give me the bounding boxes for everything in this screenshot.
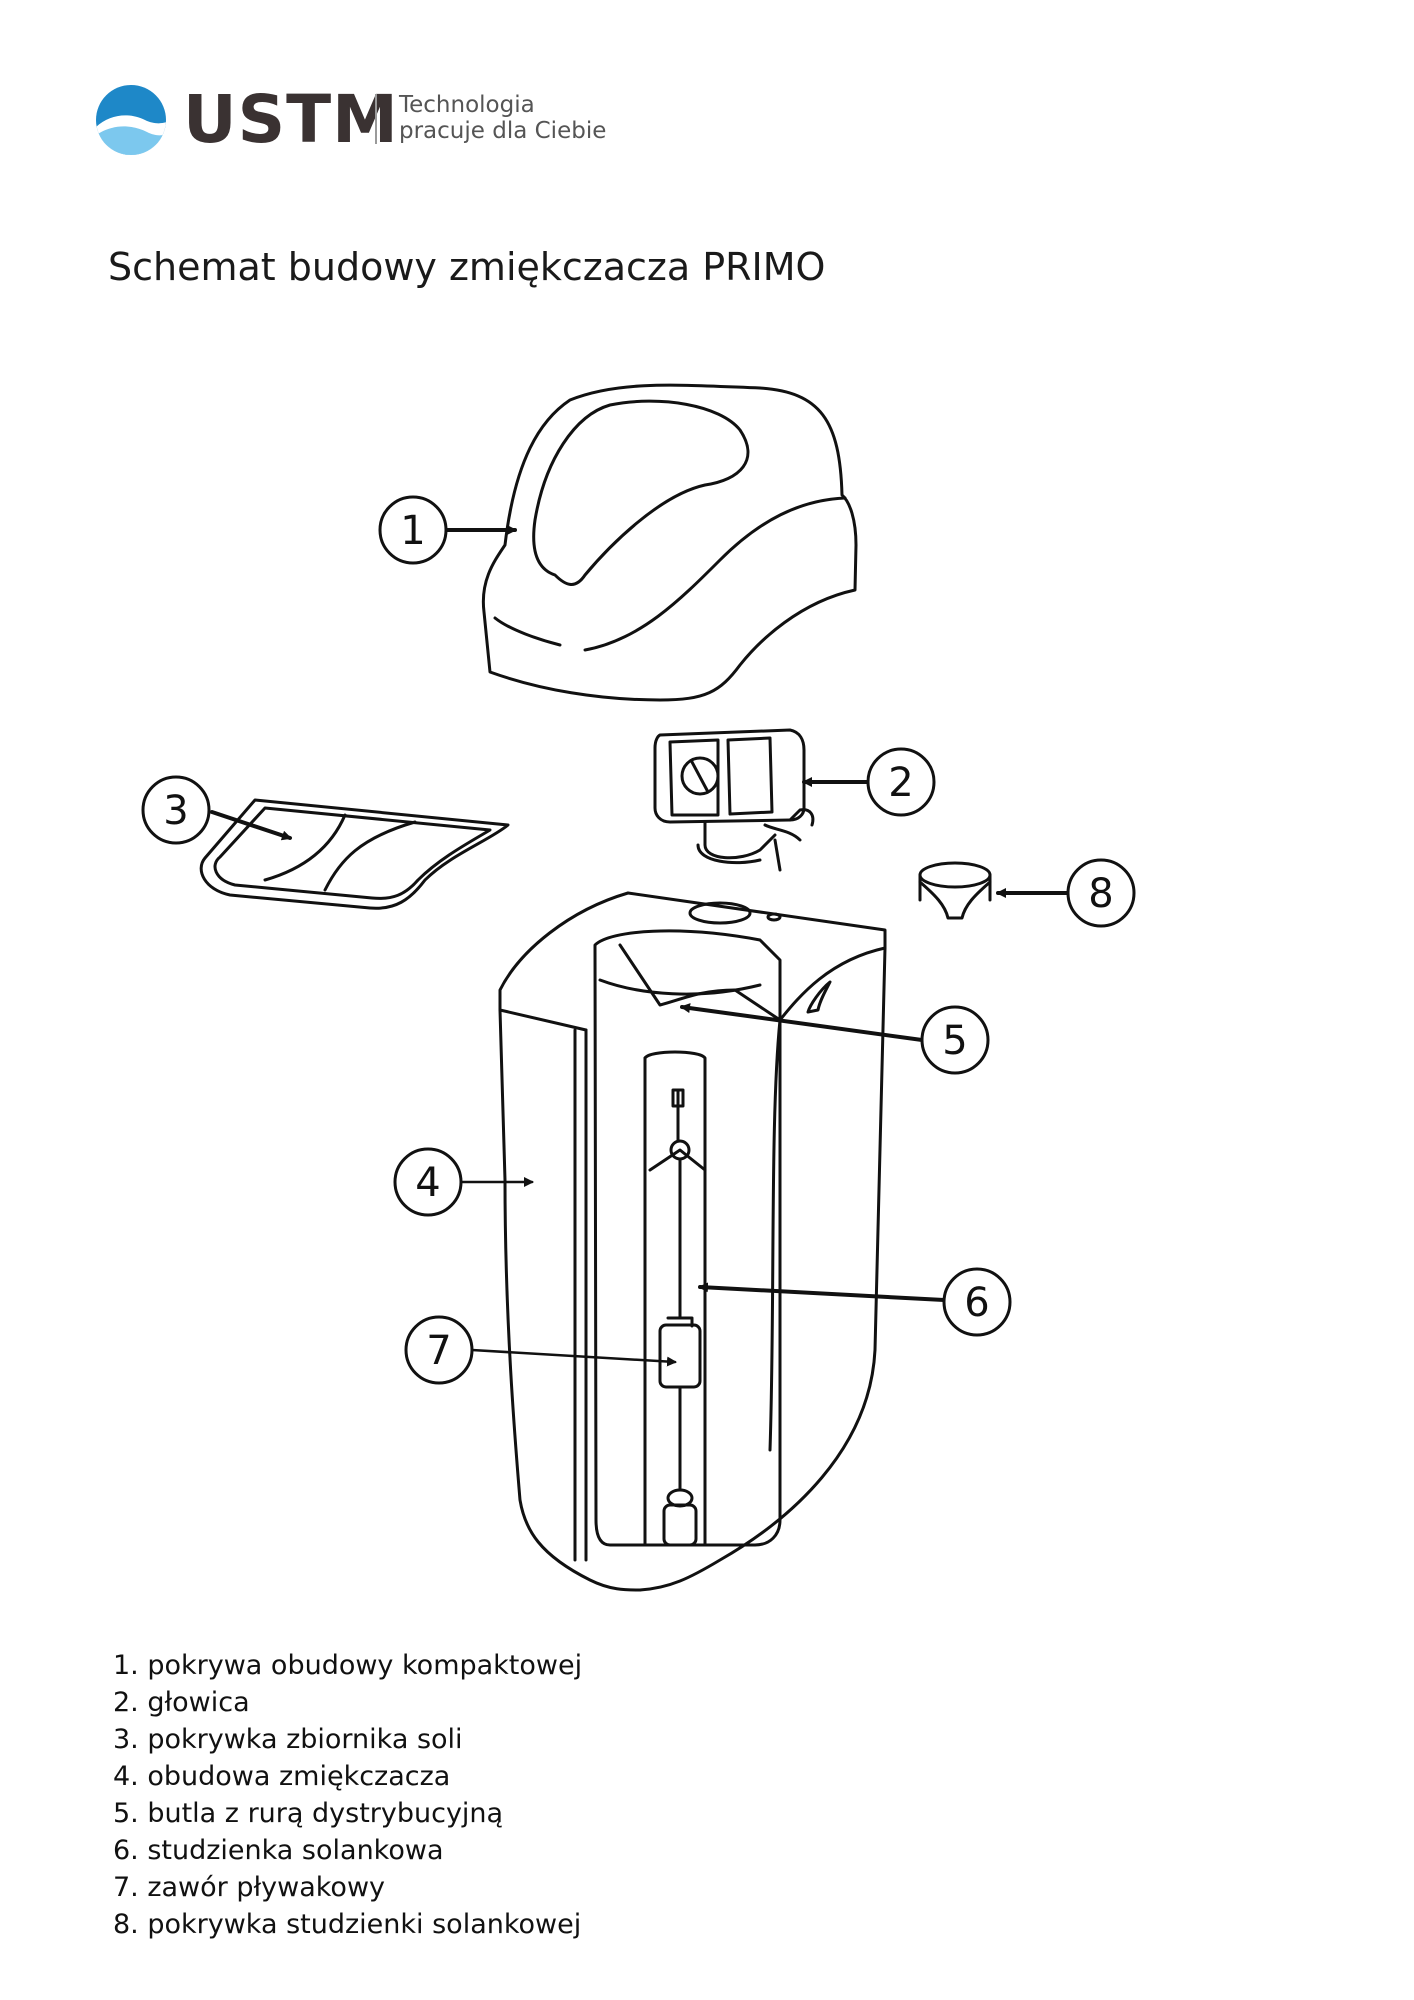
legend-item-8: 8. pokrywka studzienki solankowej [113,1909,582,1940]
callout-1-label: 1 [400,508,425,554]
callout-7-label: 7 [426,1328,451,1374]
callout-6: 6 [942,1267,1012,1337]
legend-item-2: 2. głowica [113,1687,250,1718]
valve-head-part [653,728,815,872]
callout-4: 4 [393,1147,463,1217]
softener-housing-part [498,891,887,1592]
callout-7: 7 [404,1315,474,1385]
legend-item-6: 6. studzienka solankowa [113,1835,444,1866]
tagline-line-2: pracuje dla Ciebie [399,118,607,144]
arrow-7 [470,1348,677,1367]
legend-item-3: 3. pokrywka zbiornika soli [113,1724,463,1755]
tagline-line-1: Technologia [399,92,535,118]
callout-4-label: 4 [415,1160,440,1206]
callout-2: 2 [866,747,936,817]
callout-5-label: 5 [942,1018,967,1064]
arrow-3 [210,810,292,841]
callout-3-label: 3 [163,788,188,834]
legend-item-4: 4. obudowa zmiękczacza [113,1761,451,1792]
callout-1: 1 [378,495,448,565]
logo-divider [375,94,377,144]
callout-3: 3 [141,775,211,845]
logo-mark-icon [96,85,166,155]
arrow-6 [698,1282,946,1302]
arrow-5 [680,1003,924,1042]
brine-well-cap-part [918,861,992,920]
legend-item-1: 1. pokrywa obudowy kompaktowej [113,1650,583,1681]
legend-item-7: 7. zawór pływakowy [113,1872,386,1903]
callout-8-label: 8 [1088,871,1113,917]
salt-tank-lid-part [199,798,510,910]
parts-legend: 1. pokrywa obudowy kompaktowej 2. głowic… [113,1647,582,1943]
logo-wordmark: USTM [183,81,399,158]
callout-6-label: 6 [964,1280,989,1326]
callout-5: 5 [920,1005,990,1075]
page-title: Schemat budowy zmiękczacza PRIMO [108,245,826,289]
legend-item-5: 5. butla z rurą dystrybucyjną [113,1798,504,1829]
callout-8: 8 [1066,858,1136,928]
housing-cover-part [481,383,858,702]
callout-arrows [210,525,1070,1367]
callout-2-label: 2 [888,760,913,806]
brand-logo: USTM Technologia pracuje dla Ciebie [95,80,615,160]
logo-tagline: Technologia pracuje dla Ciebie [399,92,606,144]
